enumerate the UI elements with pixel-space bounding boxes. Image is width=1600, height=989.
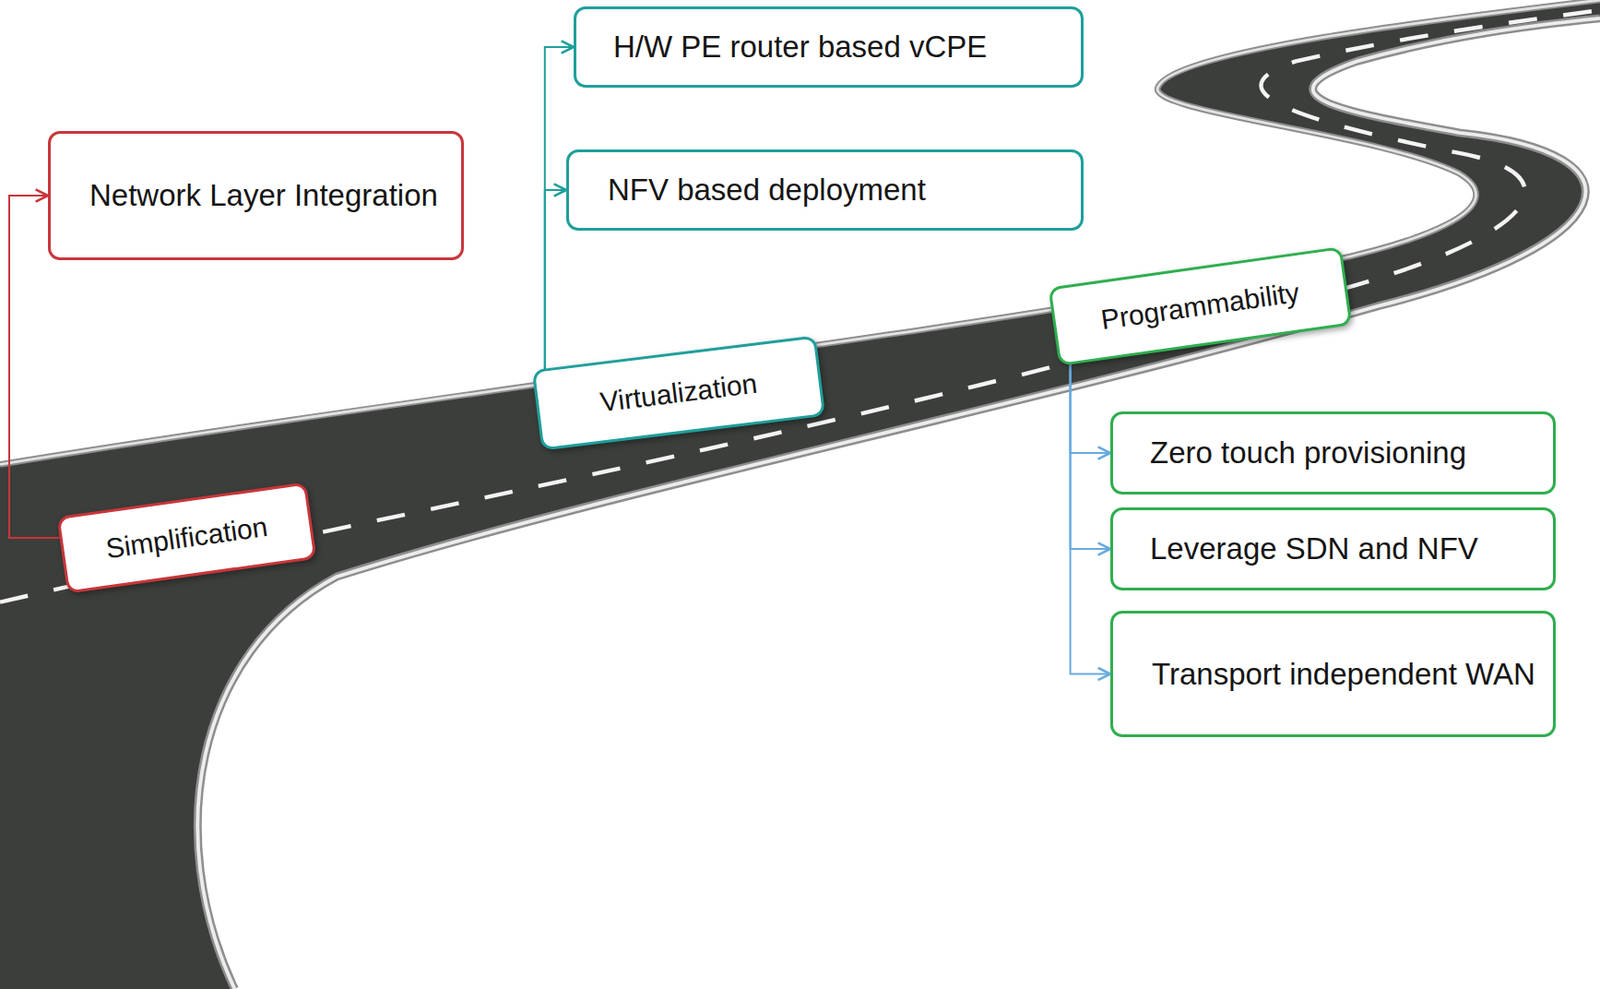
node-label: NFV based deployment — [607, 171, 1067, 209]
milestone-box: Programmability — [1048, 246, 1353, 367]
node-label: Network Layer Integration — [89, 177, 443, 214]
stage-box: H/W PE router based vCPE — [573, 6, 1084, 88]
milestone-box: Virtualization — [532, 334, 826, 451]
stage-box: Network Layer Integration — [47, 130, 464, 261]
road-curb — [0, 0, 1600, 464]
node-label: H/W PE router based vCPE — [613, 28, 1067, 66]
stage-box: Leverage SDN and NFV — [1110, 507, 1556, 591]
node-label: Transport independent WAN — [1151, 655, 1539, 693]
connector-arrow — [545, 189, 567, 393]
milestone-box: Simplification — [56, 481, 317, 593]
stage-box: Transport independent WAN — [1110, 610, 1556, 737]
node-label: Zero touch provisioning — [1149, 434, 1539, 472]
road-centerline — [0, 10, 1600, 603]
node-label: Virtualization — [550, 360, 807, 425]
stage-box: NFV based deployment — [566, 149, 1084, 231]
stage-box: Zero touch provisioning — [1110, 411, 1556, 495]
road-curb — [0, 0, 1600, 464]
node-label: Programmability — [1066, 271, 1334, 342]
node-label: Leverage SDN and NFV — [1149, 530, 1539, 568]
node-label: Simplification — [75, 506, 299, 570]
